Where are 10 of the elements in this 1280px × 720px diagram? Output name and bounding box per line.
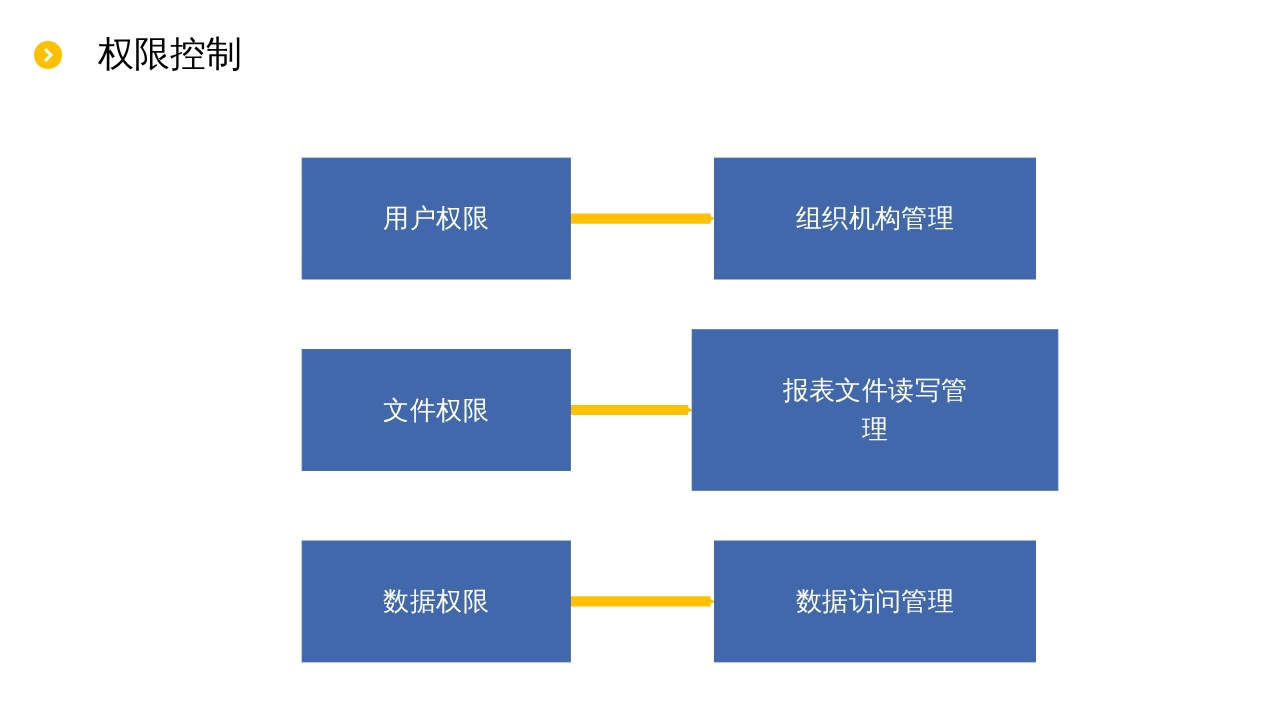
node-box: 文件权限 bbox=[301, 349, 571, 471]
node-box: 数据权限 bbox=[301, 540, 571, 663]
node-box: 数据访问管理 bbox=[714, 540, 1036, 663]
arrow bbox=[570, 404, 693, 416]
arrow bbox=[570, 213, 715, 224]
node-box: 组织机构管理 bbox=[714, 157, 1036, 280]
arrow bbox=[570, 596, 715, 607]
node-box: 报表文件读写管理 bbox=[691, 329, 1059, 491]
node-box: 用户权限 bbox=[301, 157, 571, 280]
title: 权限控制 bbox=[98, 32, 242, 76]
